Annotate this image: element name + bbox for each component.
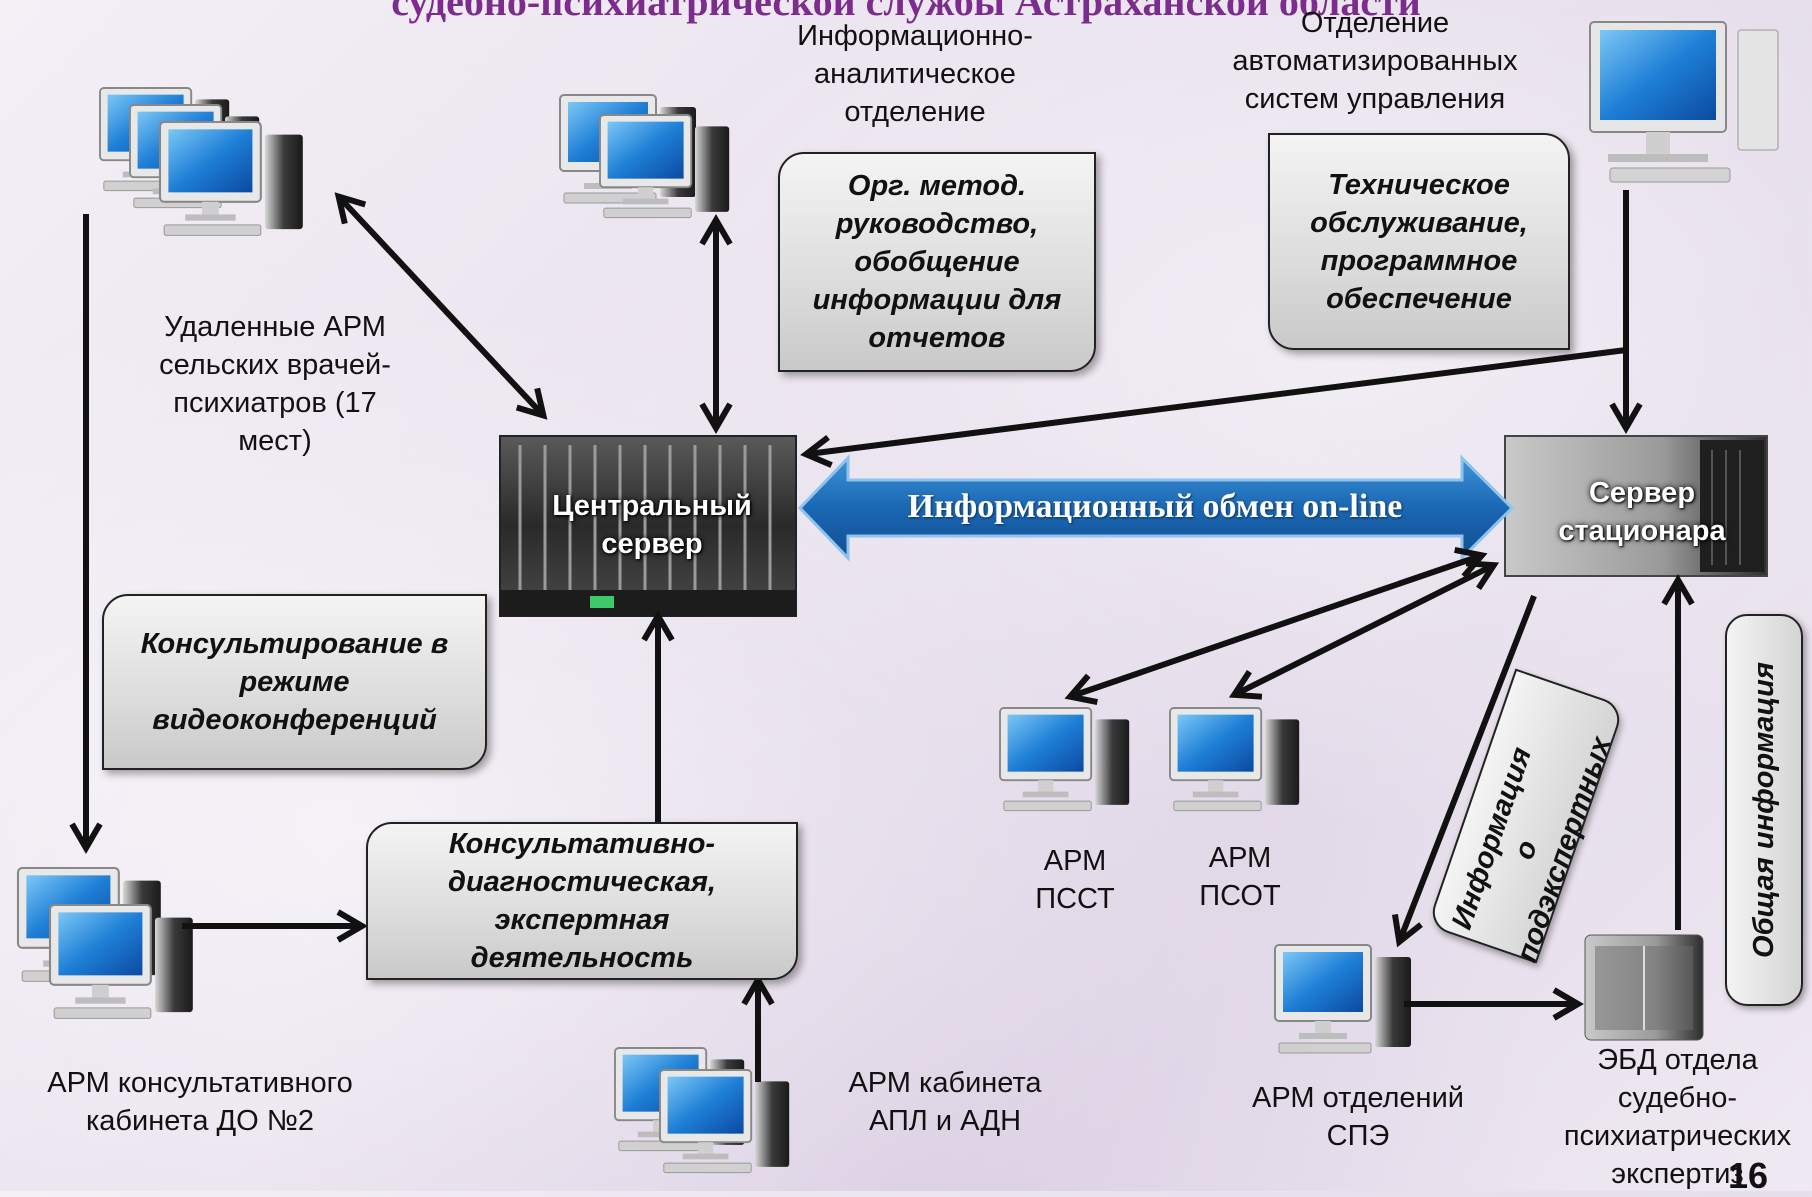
- exchange-label: Информационный обмен on-line: [907, 488, 1403, 525]
- hospital-server: [1504, 435, 1768, 577]
- remote-arm-pcs: [99, 87, 304, 237]
- box-general-info-label: Общая информация: [1748, 662, 1780, 958]
- label-arm-spe: АРМ отделений СПЭ: [1252, 1082, 1464, 1152]
- box-general-info: [1725, 614, 1803, 1006]
- central-server-label: Центральный сервер: [552, 490, 752, 560]
- spe-pc: [1274, 944, 1412, 1054]
- exchange-arrow: [797, 454, 1515, 562]
- ebd-server: [1584, 934, 1704, 1041]
- label-info-dept: Информационно-аналитическое отделение: [797, 20, 1033, 128]
- central-server: [499, 435, 797, 617]
- arrow-hospital-spe: [1391, 594, 1537, 948]
- page-title: судебно-психиатрической службы Астраханс…: [391, 0, 1421, 24]
- arrow-hospital-psot: [1228, 560, 1500, 700]
- box-diag-activity: Консультативно-диагностическая, экспертн…: [366, 822, 798, 980]
- asu-dept-pc: [1589, 21, 1779, 183]
- box-general-info-text: Общая информация: [1746, 614, 1782, 1006]
- arrow-asu-central: [800, 347, 1627, 468]
- box-tech-service: Техническое обслуживание, программное об…: [1268, 133, 1570, 350]
- page-number: 16: [1727, 1155, 1768, 1196]
- label-remote-arm: Удаленные АРМ сельских врачей-психиатров…: [159, 311, 391, 457]
- arrow-remote-central: [334, 192, 548, 420]
- label-arm-psst: АРМ ПССТ: [1035, 845, 1115, 915]
- apl-adn-pcs: [614, 1047, 791, 1174]
- hospital-server-label: Сервер стационара: [1558, 477, 1726, 547]
- info-dept-pcs: [559, 94, 731, 219]
- box-videoconference: Консультирование в режиме видеоконференц…: [102, 594, 487, 770]
- label-asu-dept: Отделение автоматизированных систем упра…: [1232, 7, 1518, 115]
- consult-cabinet-pcs: [16, 866, 194, 1020]
- box-org-method: Орг. метод. руководство, обобщение инфор…: [778, 152, 1096, 372]
- label-arm-psot: АРМ ПСОТ: [1199, 842, 1281, 912]
- label-ebd: ЭБД отдела судебно-психиатрических экспе…: [1563, 1044, 1792, 1190]
- label-arm-apl: АРМ кабинета АПЛ и АДН: [848, 1067, 1042, 1137]
- psot-pc: [1169, 707, 1301, 812]
- label-arm-consult: АРМ консультативного кабинета ДО №2: [47, 1067, 353, 1137]
- psst-pc: [999, 707, 1131, 812]
